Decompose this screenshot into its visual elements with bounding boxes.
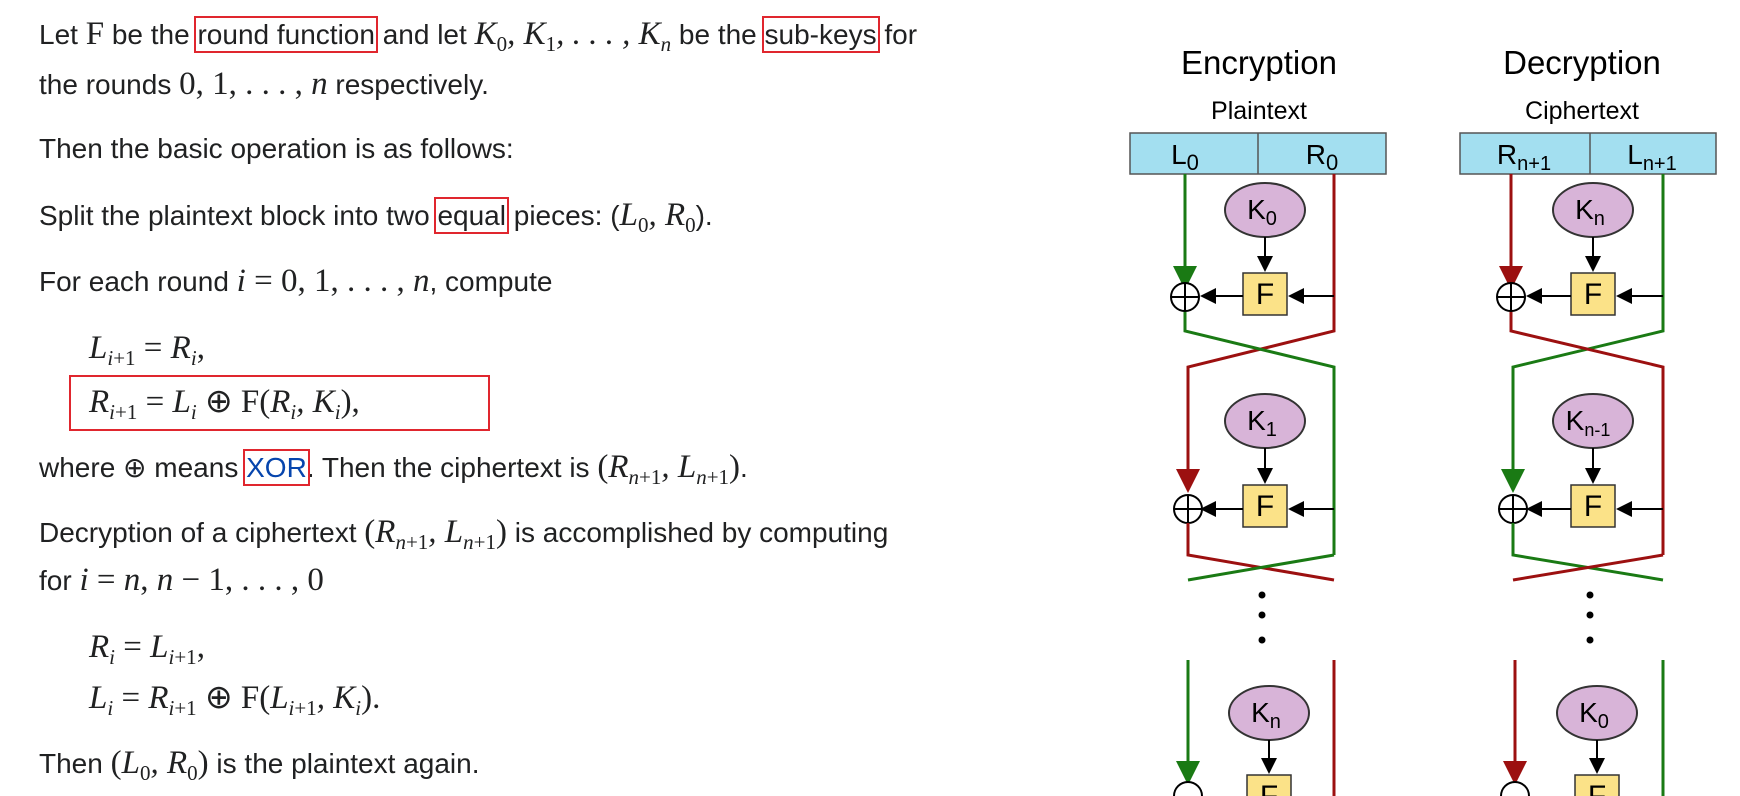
decryption-title: Decryption — [1503, 44, 1661, 81]
f-box — [1242, 484, 1288, 528]
link-subkeys[interactable]: sub-keys — [761, 16, 880, 53]
svg-text:K1: K1 — [1247, 405, 1277, 441]
paragraph-split: Split the plaintext block into two equal… — [39, 197, 713, 237]
text: Let — [39, 19, 86, 50]
f-label: F — [1588, 780, 1606, 796]
text: Decryption of a ciphertext — [39, 517, 365, 548]
encryption-diagram: Encryption Plaintext L0 R0 K0 F K1 F — [1129, 44, 1387, 796]
f-box — [1242, 272, 1288, 316]
link-xor[interactable]: XOR — [243, 449, 310, 486]
text: , compute — [429, 266, 553, 297]
text: is the plaintext again. — [208, 748, 480, 779]
text: and let — [374, 19, 475, 50]
text: be the — [104, 19, 198, 50]
paragraph-basic-operation: Then the basic operation is as follows: — [39, 133, 514, 164]
paragraph-xor: where ⊕ means XOR. Then the ciphertext i… — [39, 449, 748, 489]
text: Split the plaintext block into two — [39, 200, 438, 231]
text: for — [39, 565, 80, 596]
ciphertext-label: Ciphertext — [1525, 97, 1639, 125]
f-label: F — [1584, 278, 1602, 311]
paragraph-decryption: Decryption of a ciphertext (Rn+1, Ln+1) … — [39, 514, 889, 554]
text: . Then the ciphertext is — [306, 452, 598, 483]
link-round-function[interactable]: round function — [194, 16, 378, 53]
f-label: F — [1260, 780, 1278, 796]
text: where ⊕ means — [39, 452, 247, 483]
f-label: F — [1584, 490, 1602, 523]
paragraph-each-round: For each round i = 0, 1, . . . , n, comp… — [39, 263, 553, 299]
f-label: F — [1256, 278, 1274, 311]
f-box — [1574, 774, 1620, 796]
input-block — [1459, 132, 1717, 175]
encryption-title: Encryption — [1181, 44, 1337, 81]
paragraph-round-definitions-line2: the rounds 0, 1, . . . , n respectively. — [39, 66, 489, 102]
f-box — [1246, 774, 1292, 796]
f-box — [1570, 484, 1616, 528]
plaintext-label: Plaintext — [1211, 97, 1307, 125]
paragraph-plaintext-again: Then (L0, R0) is the plaintext again. — [39, 745, 480, 785]
paragraph-decryption-line2: for i = n, n − 1, . . . , 0 — [39, 562, 324, 598]
equation-highlight-box — [69, 375, 490, 431]
text: Then — [39, 748, 111, 779]
text: be the — [671, 19, 765, 50]
decryption-diagram: Decryption Ciphertext Rn+1 Ln+1 Kn F Kn-… — [1459, 44, 1717, 796]
text: pieces: ( — [505, 200, 620, 231]
f-box — [1570, 272, 1616, 316]
text: . — [740, 452, 748, 483]
text: respectively. — [327, 69, 489, 100]
f-label: F — [1256, 490, 1274, 523]
paragraph-round-definitions: Let F be the round function and let K0, … — [39, 16, 918, 56]
link-equal[interactable]: equal — [434, 197, 509, 234]
text: the rounds — [39, 69, 180, 100]
equation-r-next: Ri+1 = Li ⊕ F(Ri, Ki), — [89, 384, 360, 424]
text: is accomplished by computing — [507, 517, 889, 548]
equation-r-i: Ri = Li+1, — [89, 629, 205, 669]
text: for — [876, 19, 918, 50]
text: For each round — [39, 266, 237, 297]
equation-l-next: Li+1 = Ri, — [89, 330, 205, 370]
text: ). — [695, 200, 713, 231]
equation-l-i: Li = Ri+1 ⊕ F(Li+1, Ki). — [89, 680, 381, 720]
